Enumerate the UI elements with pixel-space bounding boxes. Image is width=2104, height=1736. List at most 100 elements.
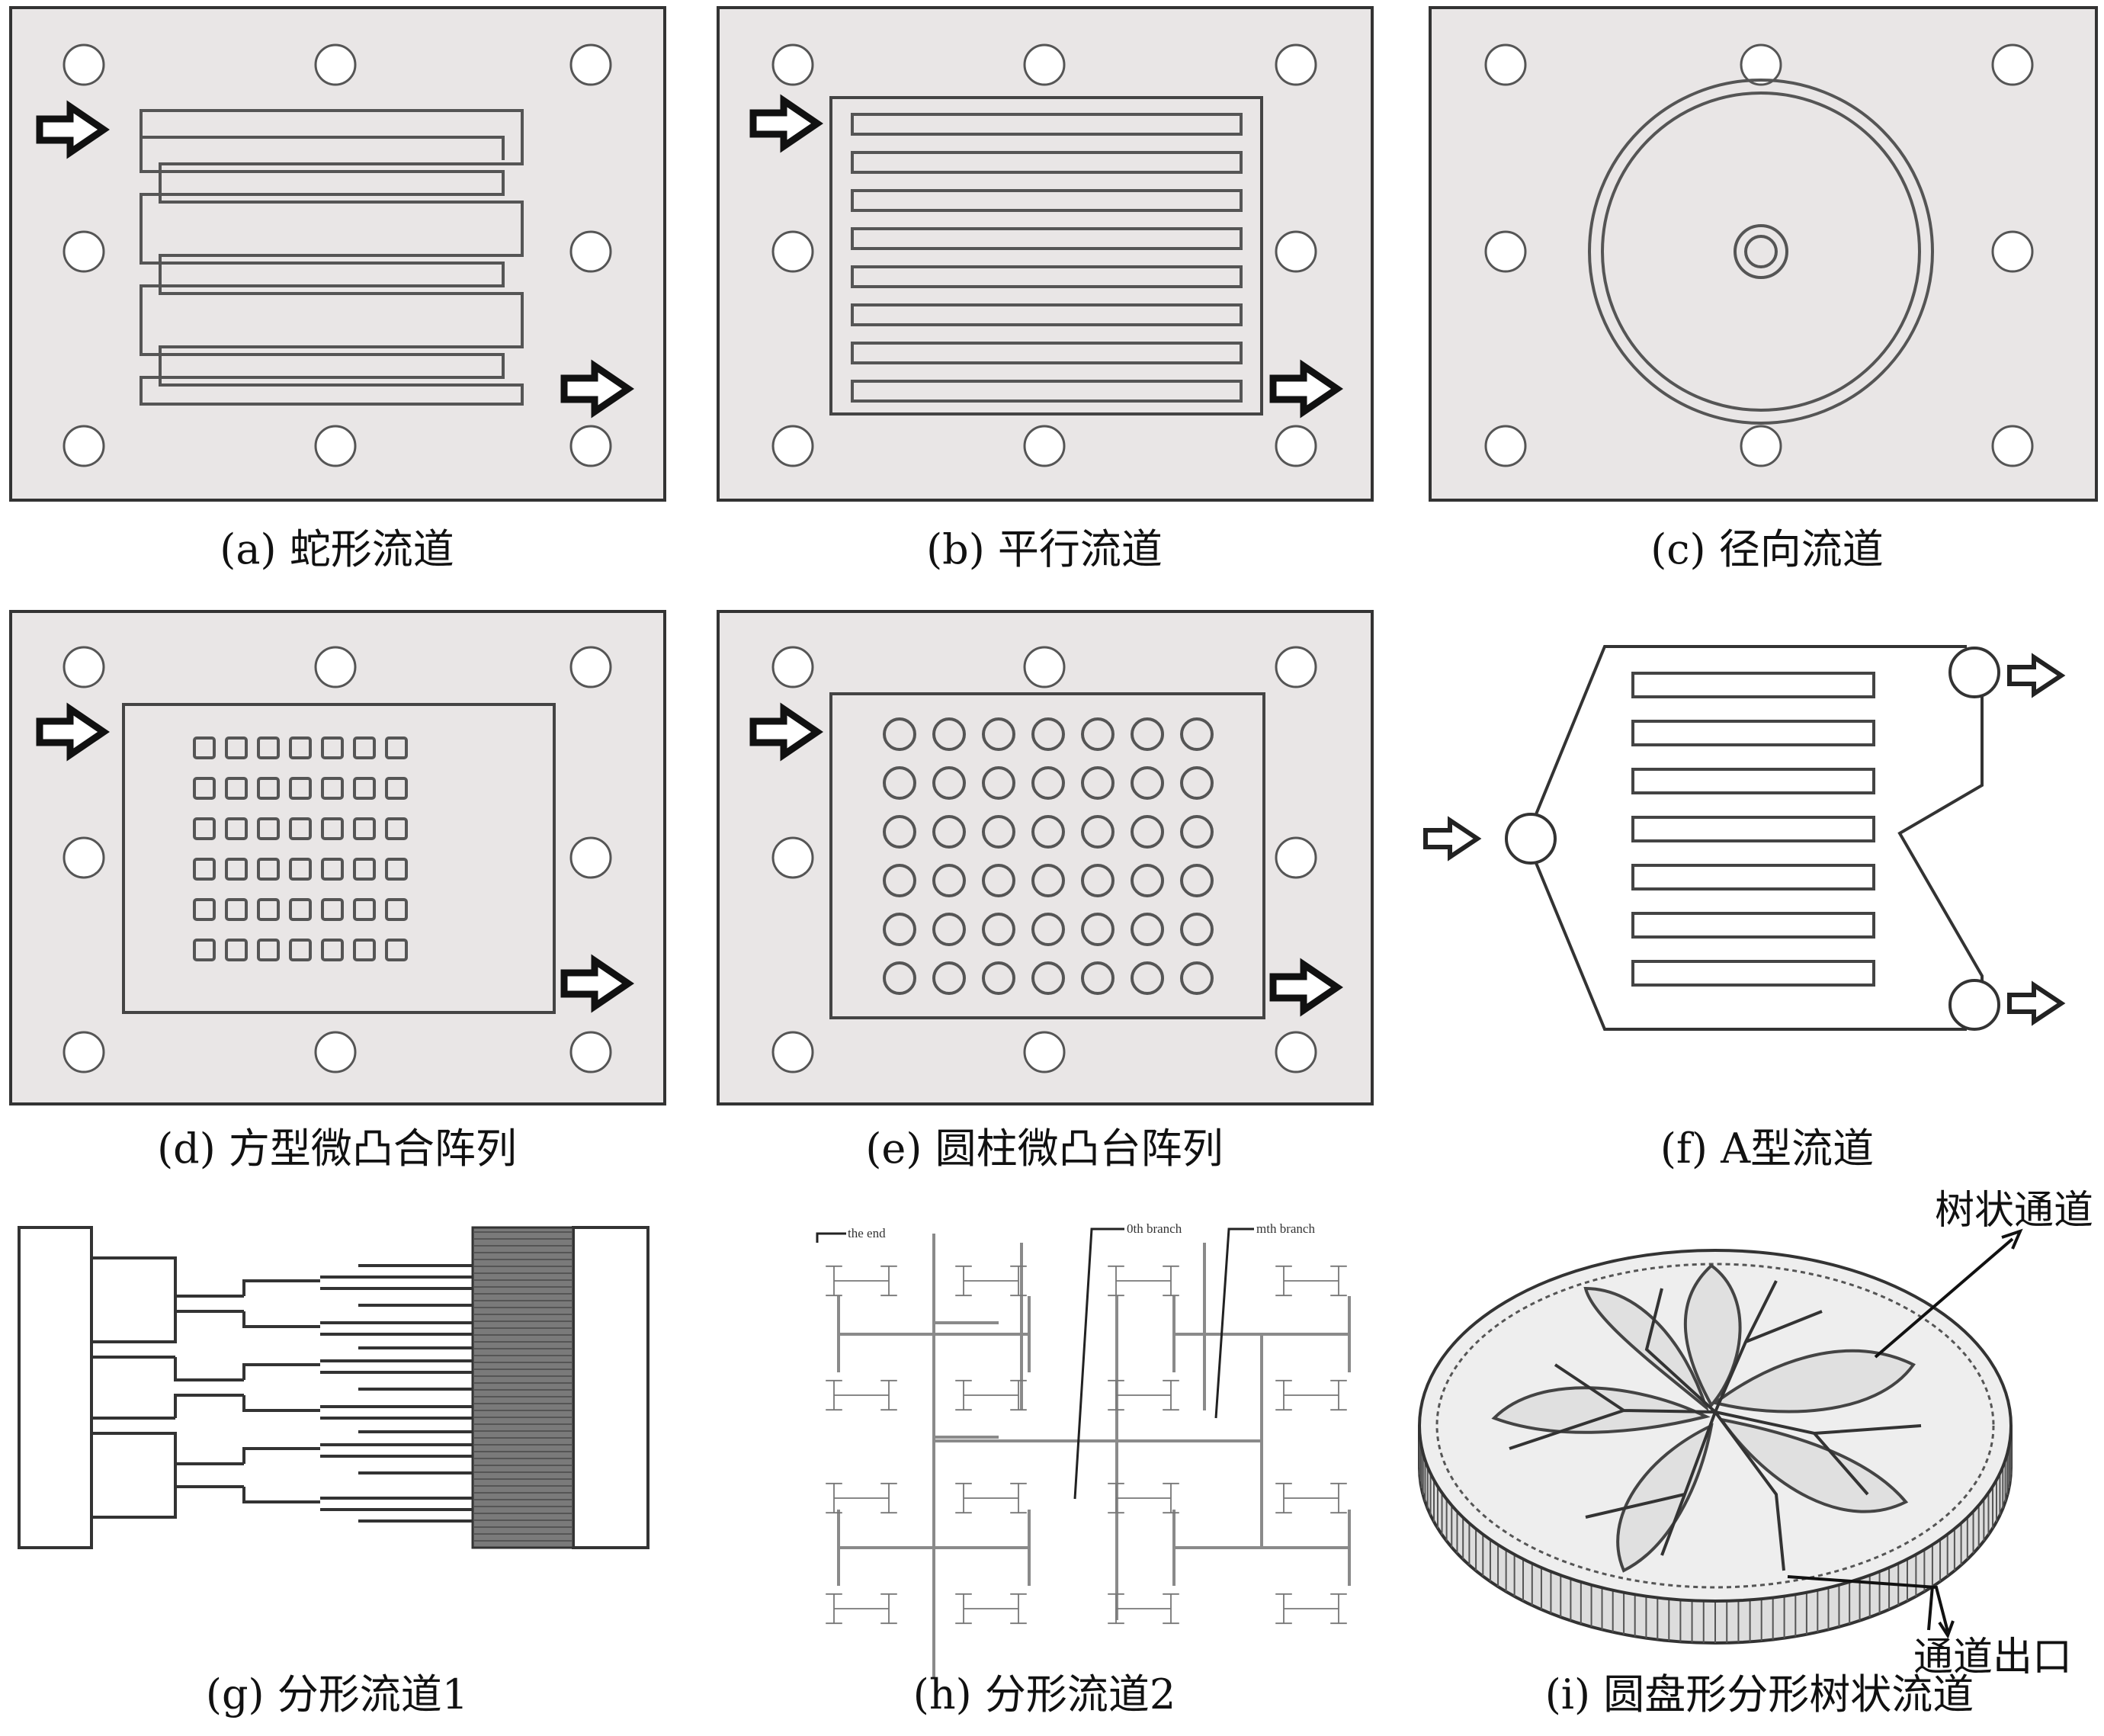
label-mth-branch: mth branch xyxy=(1256,1221,1315,1236)
disc-top xyxy=(1418,1249,2013,1603)
square-bosses xyxy=(193,736,408,961)
h-tree-end-unit xyxy=(1107,1593,1180,1625)
inlet-arrow-icon xyxy=(1426,820,1477,857)
caption-b: (b) 平行流道 xyxy=(926,525,1163,573)
cylinder-boss xyxy=(982,864,1015,897)
label-0th-branch: 0th branch xyxy=(1127,1221,1182,1236)
cylinder-boss xyxy=(982,766,1015,800)
cylinder-boss xyxy=(1081,913,1115,946)
a-type-outline xyxy=(1529,645,1984,1031)
cylinder-boss xyxy=(1031,815,1065,849)
square-boss xyxy=(193,898,216,921)
h-tree-leader-lines xyxy=(816,1227,1254,1500)
cylinder-boss xyxy=(1081,717,1115,751)
square-boss xyxy=(225,939,248,961)
caption-g: (g) 分形流道1 xyxy=(205,1670,469,1718)
cylinder-boss xyxy=(883,766,916,800)
h-tree-end-unit xyxy=(1275,1379,1348,1411)
square-boss xyxy=(225,898,248,921)
cylinder-boss xyxy=(1031,961,1065,995)
cylinder-bosses xyxy=(883,717,1214,995)
cylinder-boss xyxy=(1180,913,1214,946)
square-boss xyxy=(257,858,280,881)
cylinder-boss xyxy=(1180,815,1214,849)
a-type-channels xyxy=(1631,672,1875,987)
square-boss xyxy=(193,736,216,759)
h-tree-end-unit xyxy=(1107,1482,1180,1514)
square-boss xyxy=(321,939,344,961)
square-boss xyxy=(257,939,280,961)
caption-e: (e) 圆柱微凸台阵列 xyxy=(865,1125,1224,1173)
square-boss xyxy=(193,939,216,961)
panel-i-disc-tree xyxy=(1418,1228,2023,1645)
caption-d: (d) 方型微凸合阵列 xyxy=(157,1125,517,1173)
h-tree-end-unit xyxy=(954,1593,1028,1625)
serpentine-channel xyxy=(140,109,524,406)
square-boss xyxy=(353,817,376,840)
cylinder-boss xyxy=(982,815,1015,849)
caption-h: (h) 分形流道2 xyxy=(912,1670,1176,1718)
cylinder-boss xyxy=(1180,864,1214,897)
square-boss xyxy=(321,736,344,759)
cylinder-boss xyxy=(883,815,916,849)
square-boss xyxy=(289,858,312,881)
cylinder-boss xyxy=(1031,913,1065,946)
cylinder-boss xyxy=(1131,815,1164,849)
parallel-channels xyxy=(851,113,1243,403)
square-boss xyxy=(289,777,312,800)
cylinder-boss xyxy=(1081,766,1115,800)
label-the-end: the end xyxy=(848,1226,886,1240)
square-boss xyxy=(257,898,280,921)
square-boss xyxy=(257,777,280,800)
h-tree-end-unit xyxy=(1275,1265,1348,1297)
cylinder-boss xyxy=(1131,717,1164,751)
cylinder-boss xyxy=(932,717,966,751)
square-boss xyxy=(385,858,408,881)
cylinder-boss xyxy=(932,913,966,946)
square-boss xyxy=(385,777,408,800)
panel-b-parallel xyxy=(717,6,1374,502)
outlet-arrow-icon xyxy=(2009,657,2061,694)
h-tree-channel xyxy=(837,1234,1351,1677)
h-tree-end-unit xyxy=(954,1379,1028,1411)
square-boss xyxy=(225,817,248,840)
cylinder-boss xyxy=(883,717,916,751)
square-boss xyxy=(257,817,280,840)
cylinder-boss xyxy=(1081,815,1115,849)
cylinder-boss xyxy=(1180,961,1214,995)
cylinder-boss xyxy=(1131,913,1164,946)
caption-i: (i) 圆盘形分形树状流道 xyxy=(1544,1670,1974,1718)
square-boss xyxy=(385,817,408,840)
panel-g-fractal-1 xyxy=(18,1226,649,1549)
panel-a-serpentine xyxy=(9,6,666,502)
square-boss xyxy=(289,817,312,840)
label-tree-channel: 树状通道 xyxy=(1935,1188,2094,1234)
h-tree-end-unit xyxy=(825,1482,898,1514)
square-boss xyxy=(321,817,344,840)
cylinder-boss xyxy=(1180,766,1214,800)
square-boss xyxy=(385,898,408,921)
cylinder-boss xyxy=(1081,961,1115,995)
cylinder-boss xyxy=(982,961,1015,995)
h-tree-end-unit xyxy=(1275,1593,1348,1625)
square-boss xyxy=(353,736,376,759)
cylinder-boss xyxy=(1131,864,1164,897)
cylinder-boss xyxy=(1031,766,1065,800)
square-boss xyxy=(193,817,216,840)
label-channel-outlet: 通道出口 xyxy=(1913,1635,2073,1680)
radial-channel xyxy=(1588,79,1934,425)
panel-c-radial xyxy=(1429,6,2098,502)
panel-f-a-type xyxy=(1426,645,2061,1031)
square-boss xyxy=(353,777,376,800)
square-boss xyxy=(193,777,216,800)
square-boss xyxy=(353,939,376,961)
h-tree-end-unit xyxy=(954,1265,1028,1297)
square-boss xyxy=(193,858,216,881)
cylinder-boss xyxy=(982,913,1015,946)
cylinder-boss xyxy=(1081,864,1115,897)
cylinder-boss xyxy=(883,961,916,995)
h-tree-end-unit xyxy=(1107,1379,1180,1411)
square-boss xyxy=(385,939,408,961)
annotation-arrows xyxy=(1787,1228,2023,1639)
square-boss xyxy=(289,939,312,961)
